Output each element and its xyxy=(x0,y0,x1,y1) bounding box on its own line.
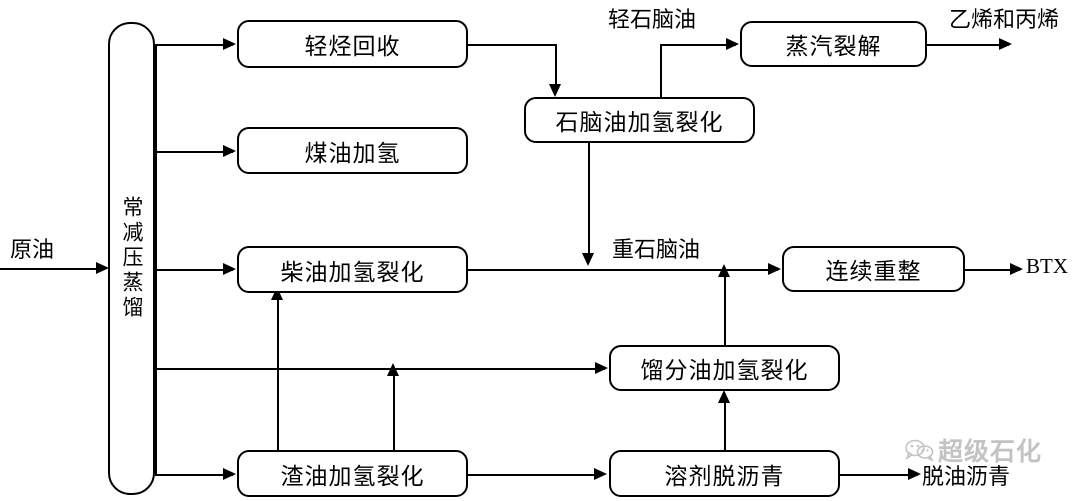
arrowhead-diesel xyxy=(223,263,236,275)
watermark-label: 超级石化 xyxy=(938,438,1043,466)
unit-diesel-hydrocracking[interactable]: 柴油加氢裂化 xyxy=(237,246,468,293)
arrowhead-distillate-from-column xyxy=(595,362,608,374)
line-residue-to-distillate xyxy=(393,368,395,450)
unit-steam-cracking[interactable]: 蒸汽裂解 xyxy=(740,21,927,67)
arrowhead-heavy-naphtha-down xyxy=(582,253,594,266)
stream-label-light-naphtha: 轻石脑油 xyxy=(608,7,697,32)
unit-distillate-hydrocracking[interactable]: 馏分油加氢裂化 xyxy=(609,345,840,391)
line-light-naphtha-right xyxy=(660,44,736,46)
line-distillate-to-reformer xyxy=(724,269,726,346)
stream-label-deoiled-asphalt: 脱油沥青 xyxy=(922,464,1011,489)
unit-continuous-reforming[interactable]: 连续重整 xyxy=(782,246,965,292)
line-column-spine xyxy=(155,44,157,474)
unit-naphtha-hydrocracking[interactable]: 石脑油加氢裂化 xyxy=(524,97,755,143)
arrowhead-distillate-from-residue xyxy=(387,363,399,376)
line-heavy-naphtha-down xyxy=(588,142,590,258)
unit-label-crude-distillation-unit: 常减压蒸馏 xyxy=(120,196,144,321)
arrowhead-residue xyxy=(223,468,236,480)
arrowhead-naphtha-hydrocracker-in xyxy=(549,84,561,97)
arrowhead-crude-feed xyxy=(96,262,109,274)
arrowhead-light-hc xyxy=(223,38,236,50)
line-light-hc-out xyxy=(468,44,557,46)
unit-solvent-deasphalting[interactable]: 溶剂脱沥青 xyxy=(609,450,840,497)
arrowhead-deasphalting-in xyxy=(594,468,607,480)
arrowhead-reformer-in xyxy=(768,263,781,275)
line-reformer-out xyxy=(965,269,1020,271)
line-light-naphtha-up xyxy=(660,44,662,98)
line-column-to-distillate xyxy=(155,368,605,370)
arrowhead-deoiled-asphalt xyxy=(908,468,921,480)
arrowhead-steam-cracker-in xyxy=(726,38,739,50)
unit-crude-distillation-unit[interactable]: 常减压蒸馏 xyxy=(108,22,155,495)
arrowhead-kerosene xyxy=(223,145,236,157)
unit-kerosene-hydrogenation[interactable]: 煤油加氢 xyxy=(237,127,468,174)
line-deasphalting-out xyxy=(840,474,918,476)
line-column-to-diesel xyxy=(155,269,233,271)
unit-residue-hydrocracking[interactable]: 渣油加氢裂化 xyxy=(237,450,468,497)
wechat-logo-icon xyxy=(905,439,935,468)
arrowhead-btx xyxy=(1010,263,1023,275)
line-residue-to-deasphalting xyxy=(468,474,602,476)
stream-label-ethylene-propylene: 乙烯和丙烯 xyxy=(949,7,1060,32)
watermark: 超级石化 xyxy=(905,432,1042,468)
line-deasphalting-to-distillate xyxy=(724,395,726,450)
line-column-to-light-hc xyxy=(155,44,233,46)
line-diesel-to-reformer xyxy=(468,269,778,271)
unit-light-hydrocarbon-recovery[interactable]: 轻烃回收 xyxy=(237,20,468,68)
arrowhead-distillate-up xyxy=(718,264,730,277)
arrowhead-ethylene-propylene xyxy=(999,38,1012,50)
line-light-hc-down xyxy=(555,44,557,89)
line-column-to-residue xyxy=(155,474,233,476)
line-crude-feed xyxy=(0,268,101,270)
stream-label-crude-oil: 原油 xyxy=(10,237,55,262)
line-residue-to-diesel xyxy=(277,292,279,450)
line-steam-cracker-out xyxy=(927,44,1009,46)
stream-label-heavy-naphtha: 重石脑油 xyxy=(612,237,701,262)
arrowhead-distillate-from-deasphalting xyxy=(718,390,730,403)
line-column-to-kerosene xyxy=(155,151,233,153)
stream-label-btx: BTX xyxy=(1026,254,1068,278)
